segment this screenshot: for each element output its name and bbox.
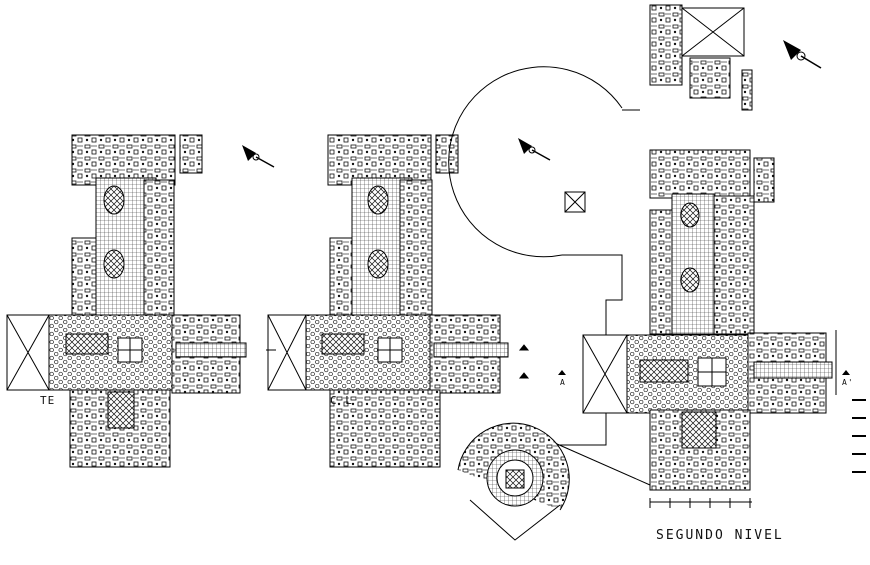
north-arrow-icon — [242, 145, 275, 168]
north-arrow-icon — [783, 40, 822, 69]
section-marker-icon — [558, 370, 850, 375]
stair-icon — [179, 134, 203, 174]
north-arrow-icon — [518, 138, 551, 161]
floor-plan-right — [448, 4, 866, 508]
floor-plan-middle — [267, 134, 509, 468]
section-label-a: A — [560, 378, 566, 387]
floor-plan-left — [6, 134, 247, 468]
plan-label-middle: C L — [330, 394, 353, 407]
section-label-a-prime: A' — [842, 378, 854, 387]
plan-label-right: SEGUNDO NIVEL — [656, 528, 784, 543]
circular-annex — [457, 422, 570, 541]
section-marker-icon — [266, 344, 530, 379]
plan-label-left: TE — [40, 394, 56, 407]
